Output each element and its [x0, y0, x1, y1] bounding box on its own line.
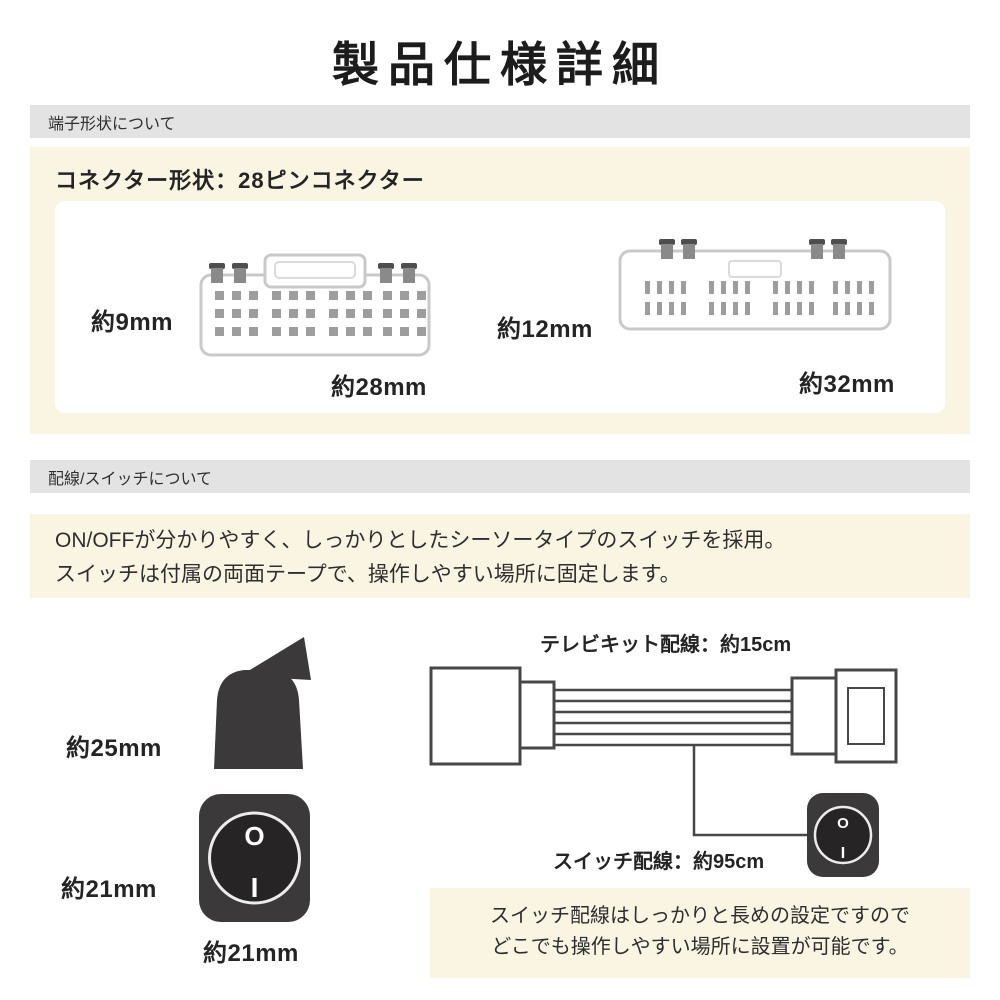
connector-right-width-label: 約32mm — [799, 371, 895, 398]
connector-28pin-left-illustration — [199, 253, 431, 357]
connector-left-width-label: 約28mm — [331, 374, 427, 401]
rocker-switch-front-illustration: O I — [199, 794, 310, 922]
terminal-shape-panel: コネクター形状：28ピンコネクター — [30, 147, 970, 434]
section-header-wiring-switch-label: 配線/スイッチについて — [48, 470, 212, 488]
connector-shape-heading: コネクター形状：28ピンコネクター — [55, 168, 425, 193]
diagram-switch-off-marker: I — [841, 845, 845, 862]
section-header-terminal-shape: 端子形状について — [30, 105, 970, 138]
page-title: 製品仕様詳細 — [332, 38, 668, 91]
diagram-switch-on-marker: O — [837, 815, 849, 832]
tvkit-wiring-length-label: テレビキット配線：約15cm — [540, 634, 792, 656]
switch-on-marker: O — [244, 821, 264, 851]
note-line-2: どこでも操作しやすい場所に設置が可能です。 — [491, 936, 909, 958]
note-line-1: スイッチ配線はしっかりと長めの設定ですので — [490, 905, 910, 927]
switch-wiring-note: スイッチ配線はしっかりと長めの設定ですので どこでも操作しやすい場所に設置が可能… — [430, 888, 970, 978]
switch-off-marker: I — [251, 872, 259, 903]
switch-front-width-label: 約21mm — [203, 940, 299, 967]
switch-wiring-length-label: スイッチ配線：約95cm — [553, 851, 765, 873]
switch-side-height-label: 約25mm — [66, 735, 162, 762]
connector-illustration-box: 約9mm 約28mm 約12mm 約32mm — [55, 201, 945, 413]
connector-left-height-label: 約9mm — [91, 309, 174, 336]
connector-right-height-label: 約12mm — [497, 316, 593, 343]
switch-front-height-label: 約21mm — [61, 876, 157, 903]
section-header-terminal-shape-label: 端子形状について — [48, 115, 176, 133]
rocker-switch-side-illustration — [214, 637, 311, 769]
section-header-wiring-switch: 配線/スイッチについて — [30, 460, 970, 493]
switch-description-line-2: スイッチは付属の両面テープで、操作しやすい場所に固定します。 — [55, 563, 681, 586]
switch-description-panel: ON/OFFが分かりやすく、しっかりとしたシーソータイプのスイッチを採用。 スイ… — [30, 514, 970, 598]
switch-description-line-1: ON/OFFが分かりやすく、しっかりとしたシーソータイプのスイッチを採用。 — [55, 529, 786, 552]
wiring-diagram-illustration: O I — [429, 666, 898, 877]
connector-28pin-right-illustration — [618, 239, 892, 331]
